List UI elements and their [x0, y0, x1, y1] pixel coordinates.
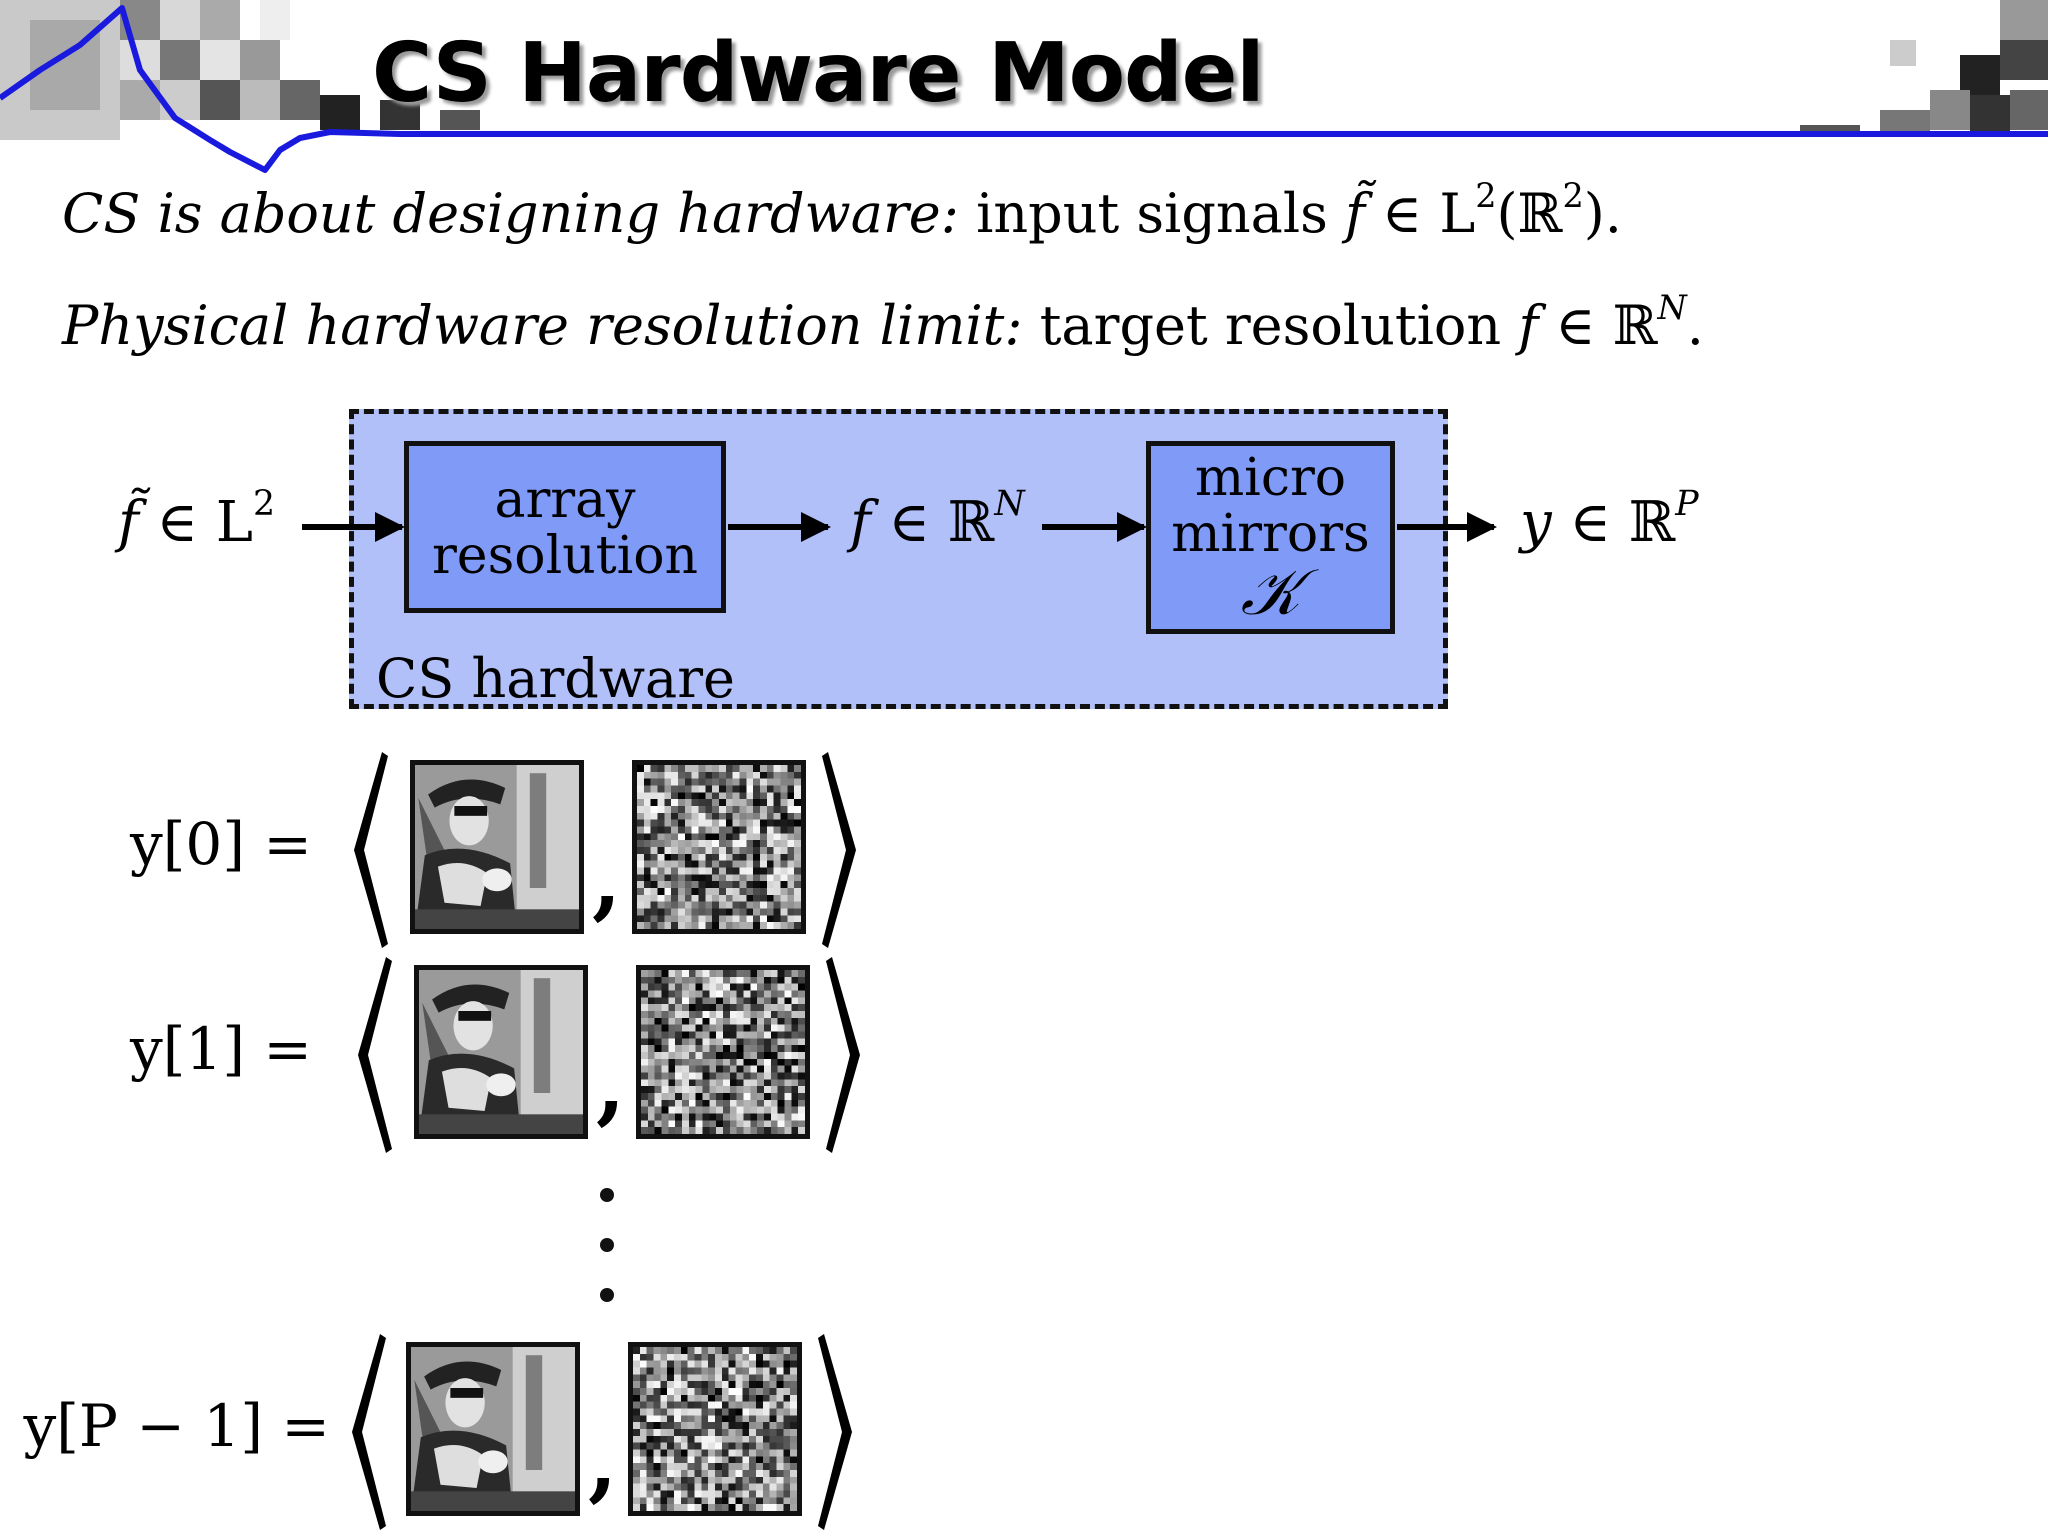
pixel-mosaic-right [1800, 0, 2048, 137]
measurement-label: y[P − 1] = [23, 1392, 330, 1460]
right-angle-bracket [818, 1334, 852, 1530]
kernel-symbol: 𝒦 [1240, 556, 1301, 630]
math-sup: 2 [1562, 175, 1584, 215]
pirate-photo [414, 965, 588, 1139]
measurement-label: y[0] = [130, 810, 312, 878]
block-label-line2: resolution [431, 526, 699, 586]
slide-title: CS Hardware Model [372, 26, 1264, 121]
random-noise-pattern [628, 1342, 802, 1516]
statement-resolution-limit: Physical hardware resolution limit: targ… [62, 291, 1704, 357]
block-label-line2: mirrors [1171, 504, 1370, 564]
math-text: ∈ L [1365, 182, 1476, 245]
math-sup: N [1657, 287, 1687, 327]
discrete-signal-label: f ∈ ℝN [850, 483, 1025, 555]
micro-mirrors-block: micro mirrors 𝒦 [1146, 441, 1395, 634]
left-angle-bracket [354, 752, 388, 948]
measurement-label: y[1] = [130, 1015, 312, 1083]
math-var: f̃ [1345, 182, 1366, 245]
statement-text: target resolution [1039, 294, 1519, 357]
math-text: ∈ ℝ [1538, 294, 1658, 357]
math-sup: 2 [1475, 175, 1497, 215]
left-angle-bracket [352, 1334, 386, 1530]
math-text: . [1686, 294, 1704, 357]
pirate-photo [410, 760, 584, 934]
ellipsis-dot [600, 1238, 614, 1252]
header-decoration [0, 0, 2048, 173]
measurement-vector-label: y ∈ ℝP [1520, 483, 1699, 555]
cs-hardware-label: CS hardware [376, 647, 736, 710]
comma-separator: , [596, 1035, 626, 1134]
left-angle-bracket [358, 957, 392, 1153]
random-noise-pattern [636, 965, 810, 1139]
math-text: (ℝ [1496, 182, 1563, 245]
array-resolution-block: array resolution [404, 441, 726, 613]
statement-lead: Physical hardware resolution limit: [62, 294, 1023, 357]
math-var: f [1518, 294, 1539, 357]
pirate-photo [406, 1342, 580, 1516]
math-text: ). [1583, 182, 1622, 245]
comma-separator: , [592, 830, 622, 929]
ellipsis-dot [600, 1188, 614, 1202]
right-angle-bracket [822, 752, 856, 948]
block-label-line1: array [494, 470, 636, 530]
random-noise-pattern [632, 760, 806, 934]
statement-text: input signals [976, 182, 1346, 245]
comma-separator: , [588, 1412, 618, 1511]
block-label-line1: micro [1194, 448, 1347, 508]
statement-hardware-design: CS is about designing hardware: input si… [62, 179, 1622, 245]
header-signal-line [0, 5, 2048, 173]
ellipsis-dot [600, 1288, 614, 1302]
statement-lead: CS is about designing hardware: [62, 182, 959, 245]
right-angle-bracket [826, 957, 860, 1153]
input-signal-label: f̃ ∈ L2 [118, 483, 276, 555]
